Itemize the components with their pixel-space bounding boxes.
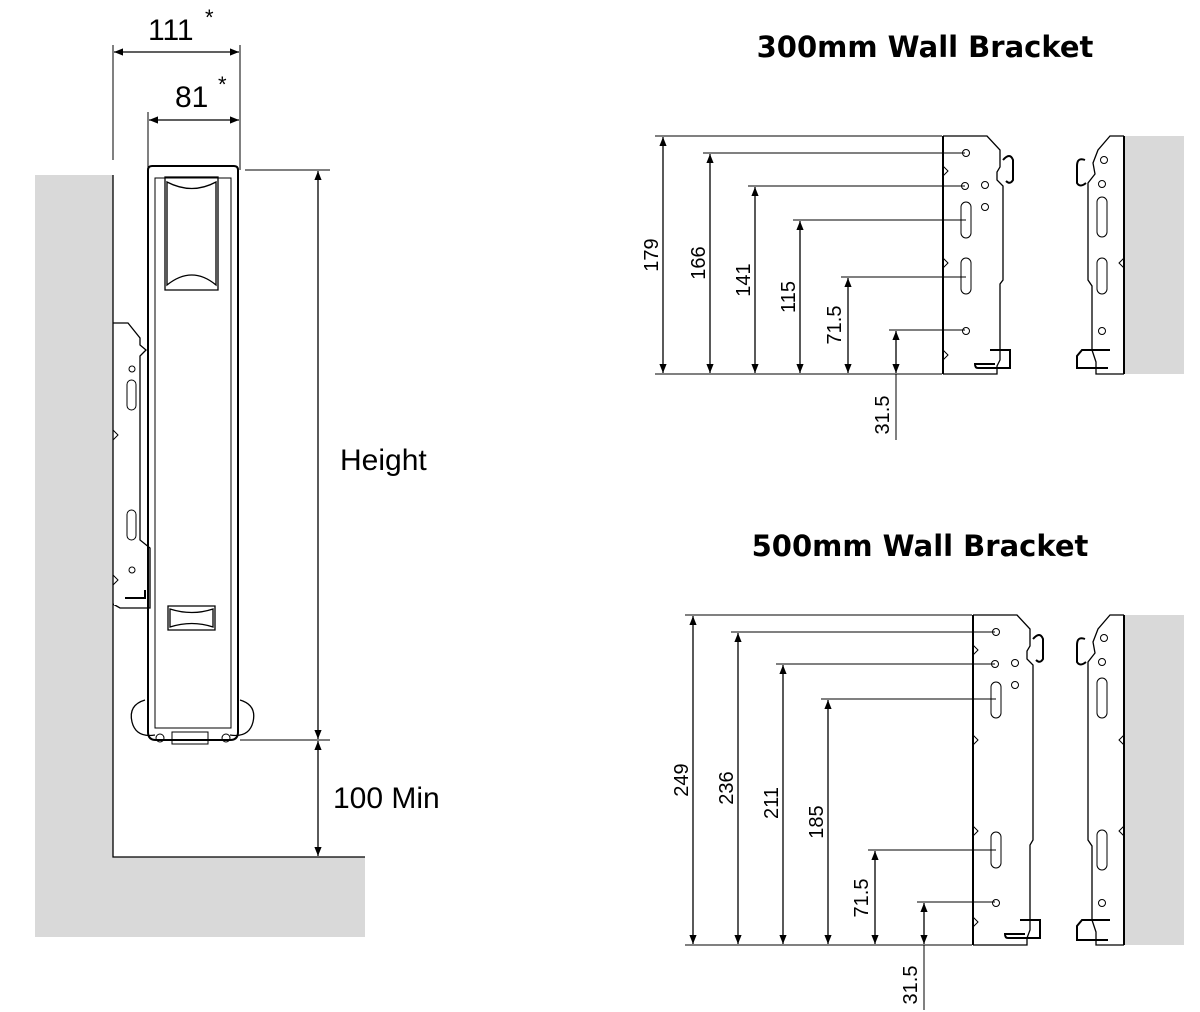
dim-label-111: 111: [148, 14, 194, 47]
bracket-300-group: 300mm Wall Bracket 179 166 141 115 71.5 …: [641, 30, 1184, 440]
dim-500-label-71-5: 71.5: [851, 879, 873, 918]
bracket-500-front: [972, 614, 1044, 946]
bracket-300-front: [942, 135, 1014, 375]
dim-label-81: 81: [175, 81, 208, 114]
floor-gap-label: 100 Min: [333, 782, 440, 815]
radiator-side-profile: [130, 165, 255, 745]
dim-mark-81: *: [218, 72, 227, 97]
dim-500-label-249: 249: [671, 763, 693, 796]
dim-300-label-179: 179: [641, 238, 663, 271]
bracket-500-group: 500mm Wall Bracket 249 236 211 185 71.5 …: [671, 529, 1184, 1010]
dim-500-label-185: 185: [806, 805, 828, 838]
dim-300-label-71-5: 71.5: [824, 306, 846, 345]
bracket-300-title: 300mm Wall Bracket: [757, 30, 1094, 64]
bracket-300-side: [1076, 135, 1184, 375]
bracket-500-title: 500mm Wall Bracket: [752, 529, 1089, 563]
wall-section: [35, 175, 365, 937]
dim-500-label-31-5: 31.5: [900, 966, 922, 1005]
dim-300-label-141: 141: [733, 263, 755, 296]
dim-mark-111: *: [205, 5, 214, 30]
mounted-bracket: [112, 322, 151, 609]
height-label: Height: [340, 444, 427, 477]
wall-face-line: [112, 175, 365, 858]
dim-300-label-166: 166: [688, 246, 710, 279]
dim-300-label-115: 115: [778, 281, 800, 313]
dim-500-label-211: 211: [761, 787, 783, 819]
bracket-500-side: [1076, 614, 1184, 946]
side-view: 111 * 81 *: [35, 5, 440, 937]
dim-500-label-236: 236: [716, 771, 738, 804]
dim-300-label-31-5: 31.5: [872, 396, 894, 435]
